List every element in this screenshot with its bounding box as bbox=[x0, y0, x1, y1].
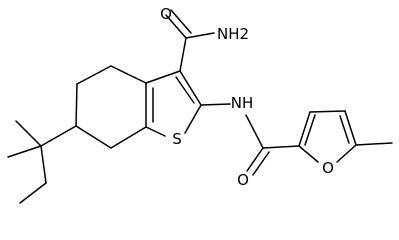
molecule-diagram: O NH2 NH S O O bbox=[7, 5, 393, 204]
bond-c7a-s bbox=[145, 126, 166, 137]
atom-label-amide-o: O bbox=[160, 5, 172, 23]
bond-c3a-c4 bbox=[110, 65, 147, 84]
bond-c2-c3-double bbox=[175, 76, 195, 104]
bond-furan-c5-o bbox=[336, 144, 357, 163]
bond-s-c2 bbox=[184, 104, 202, 134]
bond-ch2-ch3 bbox=[19, 182, 47, 204]
bond-nh-carbonylc bbox=[245, 114, 264, 149]
bond-c2-nh bbox=[200, 103, 231, 106]
bond-c3-c3a bbox=[145, 70, 181, 84]
bond-furan-c4-c5 bbox=[344, 110, 357, 146]
molecule-svg: O NH2 NH S O O bbox=[7, 5, 393, 204]
atom-label-nh: NH bbox=[231, 94, 254, 112]
bond-furan-c2-c3-double bbox=[304, 114, 316, 146]
bond-carbonylc-furanc2 bbox=[262, 145, 300, 149]
bond-amidec-nh2 bbox=[185, 32, 215, 39]
bond-furan-c4-c5-double bbox=[339, 115, 350, 144]
bond-c5-c6 bbox=[75, 83, 78, 127]
atom-label-thiophene-s: S bbox=[172, 130, 182, 148]
bond-cq-me2 bbox=[7, 145, 42, 158]
bond-carbonylc-o-double bbox=[252, 151, 270, 176]
bond-amidec-o bbox=[165, 14, 187, 39]
atom-label-carbonyl-o: O bbox=[237, 171, 249, 189]
bond-c3-amidec bbox=[179, 37, 187, 72]
bond-cq-me1 bbox=[15, 120, 42, 147]
atom-label-amide-nh2: NH2 bbox=[217, 25, 249, 43]
bond-c4-c5 bbox=[76, 65, 112, 85]
bond-furan-c2-c3 bbox=[298, 111, 311, 147]
bond-cq-ch2 bbox=[40, 145, 47, 184]
bond-carbonylc-o bbox=[246, 147, 264, 172]
bond-c6-cq bbox=[40, 125, 77, 147]
bond-c2-c3 bbox=[179, 70, 202, 106]
bond-c7-c7a bbox=[110, 126, 147, 149]
bond-amidec-o-double bbox=[170, 9, 192, 34]
bond-furan-o-c2 bbox=[298, 145, 319, 163]
bond-c6-c7 bbox=[75, 125, 112, 149]
atom-label-furan-o: O bbox=[322, 159, 334, 177]
bond-furan-c5-methyl bbox=[355, 142, 393, 146]
bond-furan-c3-c4 bbox=[309, 110, 346, 113]
